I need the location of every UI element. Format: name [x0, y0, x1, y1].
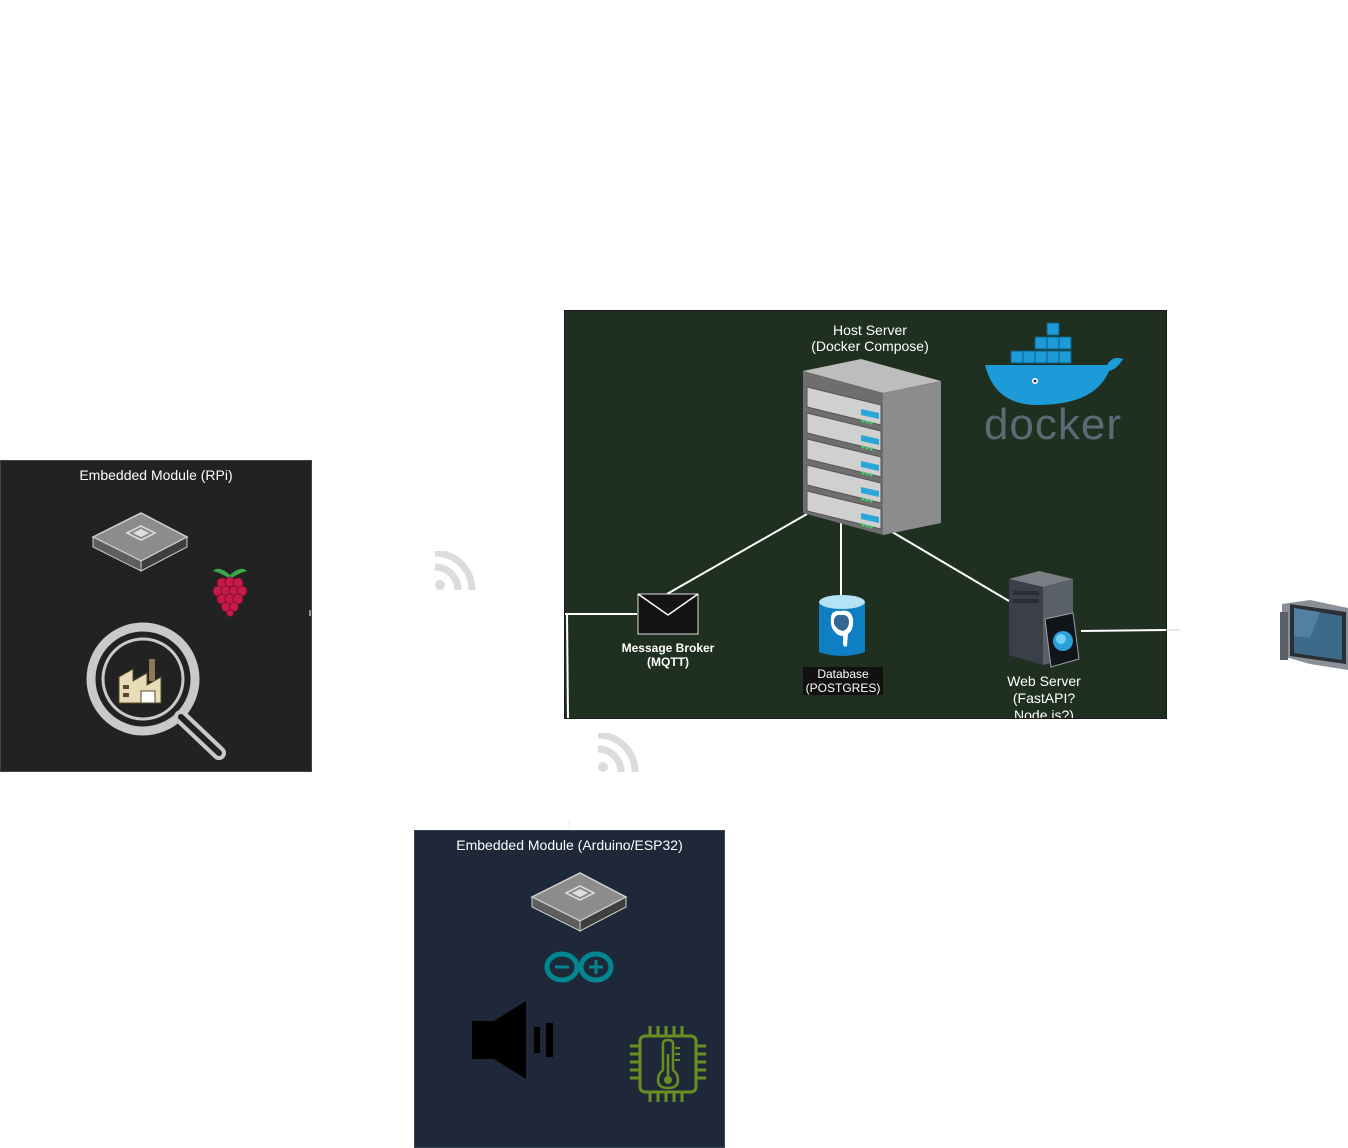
rpi-module-title: Embedded Module (RPi) — [79, 467, 233, 483]
raspberry-pi-icon — [212, 568, 248, 617]
speaker-icon — [472, 1001, 553, 1079]
host-server-title: Host Server (Docker Compose) — [811, 322, 929, 354]
docker-whale-icon — [985, 322, 1123, 405]
database-label: Database (POSTGRES) — [803, 667, 883, 695]
host-connection-lines — [565, 513, 1166, 718]
factory-inspection-icon — [86, 622, 226, 760]
web-server-icon — [1009, 571, 1080, 668]
embedded-chip-icon — [530, 872, 628, 932]
envelope-icon — [637, 593, 699, 635]
arduino-logo-icon — [544, 951, 614, 983]
arduino-connection-line — [568, 820, 570, 830]
docker-logo-text: docker — [983, 400, 1123, 449]
rpi-connection-line — [309, 610, 311, 616]
arduino-module-panel: Embedded Module (Arduino/ESP32) — [414, 830, 725, 1148]
web-server-label: Web Server (FastAPI? Node.js?) — [1007, 673, 1081, 719]
host-server-panel: Host Server (Docker Compose) — [564, 310, 1167, 719]
wireless-signal-icon — [597, 733, 639, 773]
wireless-signal-icon — [434, 551, 476, 591]
postgres-database-icon — [819, 595, 865, 656]
arduino-module-title: Embedded Module (Arduino/ESP32) — [456, 837, 683, 853]
embedded-chip-icon — [91, 512, 189, 572]
client-connection-line — [1166, 629, 1180, 631]
server-rack-icon — [803, 359, 941, 535]
monitor-icon — [1280, 600, 1348, 670]
rpi-module-panel: Embedded Module (RPi) — [0, 460, 312, 772]
docker-logo: docker — [977, 321, 1129, 447]
temperature-sensor-chip-icon — [630, 1026, 706, 1102]
message-broker-label: Message Broker (MQTT) — [621, 641, 715, 669]
